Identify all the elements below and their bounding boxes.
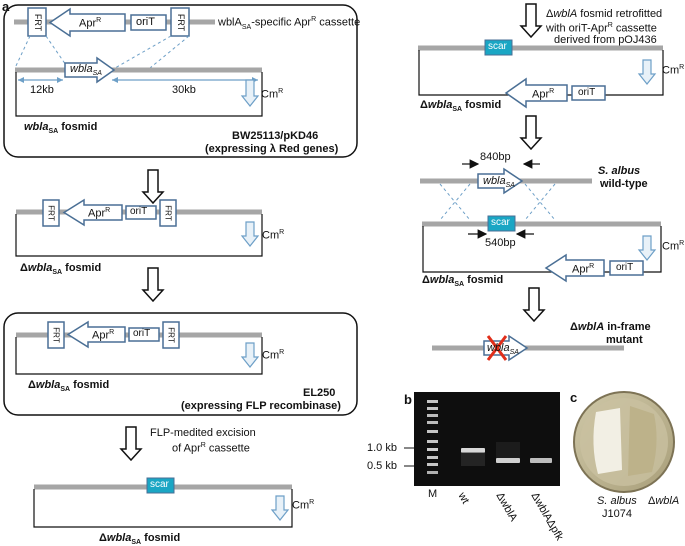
apr-label-2: AprR [88, 207, 111, 220]
panel-label-a: a [2, 0, 10, 14]
frt-label-2r: FRT [163, 205, 173, 221]
len-12kb: 12kb [30, 84, 54, 96]
cm-label-2: CmR [262, 229, 285, 242]
apr-label-r2: AprR [572, 263, 595, 276]
scar-box-right [484, 39, 513, 56]
ladder [427, 400, 438, 474]
retro-line1: ΔwblA fosmid retrofitted [546, 8, 663, 20]
len-30kb: 30kb [172, 84, 196, 96]
wildtype-label: wild-type [600, 178, 648, 190]
scar-label-r2: scar [491, 217, 510, 228]
scar-label-r1: scar [488, 41, 507, 52]
cm-label-r1: CmR [662, 64, 685, 77]
scar-box-left [146, 477, 175, 494]
mutant-line2: mutant [606, 334, 643, 346]
el250-label: EL250 [303, 387, 336, 399]
wbla-fosmid-label: wblaSA fosmid [24, 121, 98, 136]
colony-wt [593, 408, 622, 474]
orit-label-r2: oriT [616, 262, 634, 273]
frt-label-left: FRT [33, 13, 44, 32]
frt-label-3l: FRT [51, 327, 61, 343]
gel-image [414, 392, 560, 486]
colony-wbla [628, 406, 657, 476]
cm-arrow-1 [240, 79, 260, 107]
frt-label-2l: FRT [46, 205, 56, 221]
band-wbla-pfk [530, 458, 552, 463]
plate-left-label: S. albus [597, 495, 637, 507]
apr-label: AprR [79, 17, 102, 30]
marker-05kb: 0.5 kb [367, 460, 397, 472]
bp540-label: 540bp [485, 237, 516, 249]
apr-label-3: AprR [92, 329, 115, 342]
frt-box-right [170, 7, 190, 37]
excision-line1: FLP-medited excision [150, 427, 256, 439]
wbla-mutant-gene-label: wblaSA [487, 342, 519, 357]
retro-line3: derived from pOJ436 [554, 34, 657, 46]
box-bw25113 [3, 4, 358, 158]
dwbla-fosmid-label-r2: ΔwblaSA fosmid [422, 274, 504, 289]
bp840-label: 840bp [480, 151, 511, 163]
band-wt [461, 448, 485, 453]
wbla-wt-gene-label: wblaSA [483, 175, 515, 190]
marker-1kb: 1.0 kb [367, 442, 397, 454]
cm-label-3: CmR [262, 349, 285, 362]
cm-label-1: CmR [261, 88, 284, 101]
salbus-label: S. albus [598, 165, 641, 177]
retro-line2: with oriT-AprR cassette [546, 22, 657, 35]
dwbla-fosmid-label-4: ΔwblaSA fosmid [99, 532, 181, 546]
orit-box [130, 14, 167, 31]
plate-left-strain: J1074 [602, 508, 632, 520]
cm-label-r2: CmR [662, 240, 685, 253]
cm-label-4: CmR [292, 499, 315, 512]
mutant-line1: ΔwblA in-frame [570, 321, 651, 333]
wbla-gene-label: wblaSA [70, 63, 102, 78]
dwbla-fosmid-label-r1: ΔwblaSA fosmid [420, 99, 502, 114]
dwbla-fosmid-label-3: ΔwblaSA fosmid [28, 379, 110, 394]
orit-label-2: oriT [130, 206, 148, 217]
bw25113-label: BW25113/pKD46 [232, 130, 319, 142]
apr-arrow [48, 7, 126, 38]
frt-box-left [27, 7, 47, 37]
orit-label: oriT [136, 16, 155, 28]
scar-label-left: scar [150, 479, 169, 490]
panel-label-b: b [404, 392, 412, 407]
deletion-x [486, 335, 508, 361]
excision-line2: of AprR cassette [172, 442, 250, 455]
box-el250 [3, 312, 358, 416]
orit-label-r1: oriT [578, 87, 596, 98]
orit-label-3: oriT [133, 328, 151, 339]
panel-label-c: c [570, 390, 578, 405]
bw25113-desc: (expressing λ Red genes) [205, 143, 339, 155]
frt-label-3r: FRT [166, 327, 176, 343]
el250-desc: (expressing FLP recombinase) [181, 400, 341, 412]
band-wbla [496, 458, 520, 463]
cassette-description: wblASA-specific AprR cassette [218, 16, 361, 31]
apr-label-r1: AprR [532, 88, 555, 101]
dwbla-fosmid-label-2: ΔwblaSA fosmid [20, 262, 102, 277]
frt-label-right: FRT [176, 13, 187, 32]
lane-m: M [428, 488, 438, 500]
plate-right-label: ΔwblA [648, 495, 680, 507]
wbla-gene-arrow [64, 56, 116, 84]
